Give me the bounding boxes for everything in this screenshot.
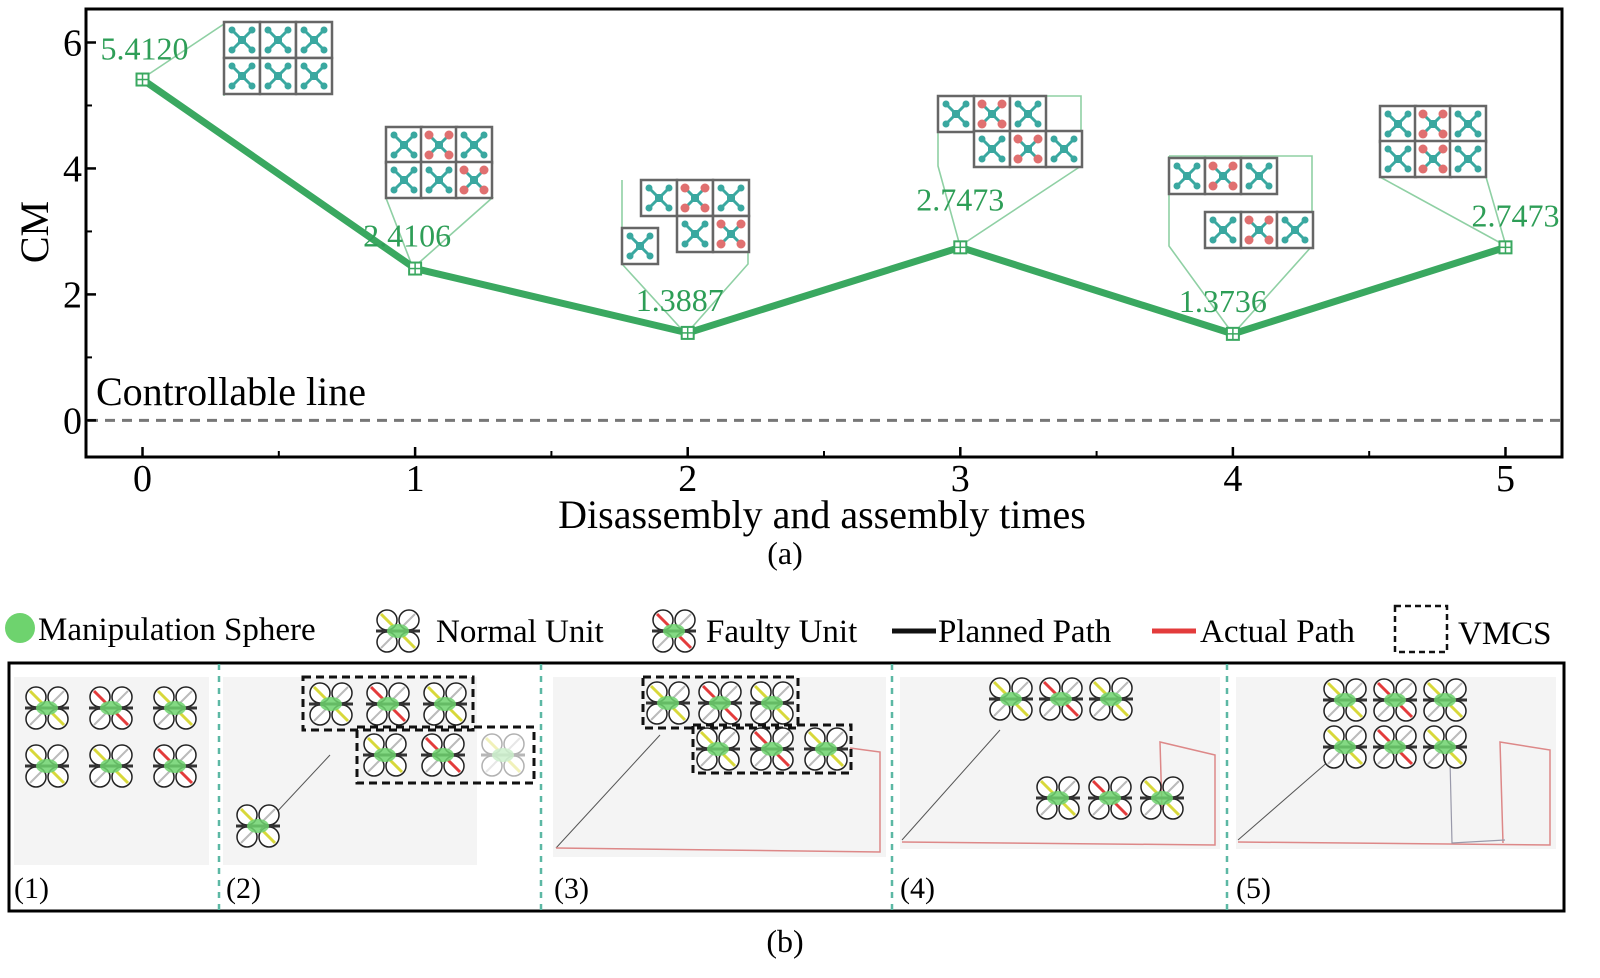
panel-b-caption: (b): [766, 923, 803, 959]
snapshot-frame: [7, 661, 1566, 913]
config-callout-1: [384, 125, 495, 269]
snapshot-2-label: (2): [226, 872, 261, 905]
faulty-unit-legend-icon: [650, 608, 698, 654]
config-callout-4: [1167, 155, 1315, 336]
data-point: [1498, 240, 1513, 255]
panel-a-chart: Controllable line 0 2 4 6 0 1 2 3 4 5 CM Disasse…: [12, 7, 1564, 571]
panel-a-caption: (a): [767, 535, 803, 571]
legend-vmcs-label: VMCS: [1458, 616, 1552, 652]
snapshot-4: (4): [900, 676, 1220, 905]
x-tick-label: 3: [951, 458, 970, 500]
value-label: 5.4120: [101, 31, 189, 67]
cm-series-line: [140, 76, 1507, 338]
value-label: 2.7473: [1471, 197, 1559, 233]
legend-actual-label: Actual Path: [1200, 614, 1355, 650]
snapshot-5-label: (5): [1236, 872, 1271, 905]
config-callout-3: [936, 94, 1084, 248]
data-point: [135, 72, 150, 87]
value-label: 1.3887: [636, 282, 724, 318]
snapshot-1-label: (1): [14, 872, 49, 905]
legend-sphere-label: Manipulation Sphere: [38, 612, 316, 648]
controllable-line-label: Controllable line: [96, 369, 366, 414]
vmcs-box: [691, 723, 853, 775]
snapshot-1: (1): [14, 677, 209, 905]
legend-planned-label: Planned Path: [938, 614, 1112, 650]
value-label: 1.3736: [1179, 283, 1267, 319]
value-labels: 5.4120 2.4106 1.3887 2.7473 1.3736 2.7473: [101, 31, 1560, 319]
snapshot-dividers: [217, 664, 1229, 910]
data-point: [408, 261, 423, 276]
data-point: [953, 240, 968, 255]
snapshot-3-label: (3): [554, 872, 589, 905]
vmcs-box: [301, 675, 475, 732]
x-tick-label: 4: [1223, 458, 1242, 500]
y-tick-label: 6: [63, 22, 82, 64]
legend-faulty-label: Faulty Unit: [706, 614, 857, 650]
vmcs-legend-icon: [1393, 604, 1449, 654]
sphere-legend-icon: [5, 613, 35, 643]
snapshot-5: (5): [1236, 677, 1556, 905]
normal-unit-legend-icon: [374, 608, 422, 654]
value-label: 2.4106: [363, 218, 451, 254]
legend-normal-label: Normal Unit: [436, 614, 604, 650]
y-tick-label: 2: [63, 274, 82, 316]
snapshot-2: (2): [223, 675, 536, 905]
x-axis-title: Disassembly and assembly times: [558, 492, 1086, 537]
cm-series-markers: [135, 72, 1513, 341]
y-axis-title: CM: [12, 201, 57, 263]
y-tick-label: 4: [63, 148, 82, 190]
data-point: [680, 325, 695, 340]
snapshot-4-label: (4): [900, 872, 935, 905]
x-tick-label: 1: [406, 458, 425, 500]
value-label: 2.7473: [916, 181, 1004, 217]
y-tick-label: 0: [63, 400, 82, 442]
panel-b: Manipulation Sphere Normal Unit Faulty U…: [5, 604, 1566, 959]
snapshot-3: (3): [553, 675, 886, 905]
y-axis: 0 2 4 6: [63, 22, 96, 442]
x-tick-label: 5: [1496, 458, 1515, 500]
x-axis: 0 1 2 3 4 5: [133, 447, 1515, 500]
data-point: [1225, 326, 1240, 341]
config-callout-0: [145, 20, 334, 96]
x-tick-label: 2: [678, 458, 697, 500]
legend: Manipulation Sphere Normal Unit Faulty U…: [5, 604, 1552, 654]
x-tick-label: 0: [133, 458, 152, 500]
